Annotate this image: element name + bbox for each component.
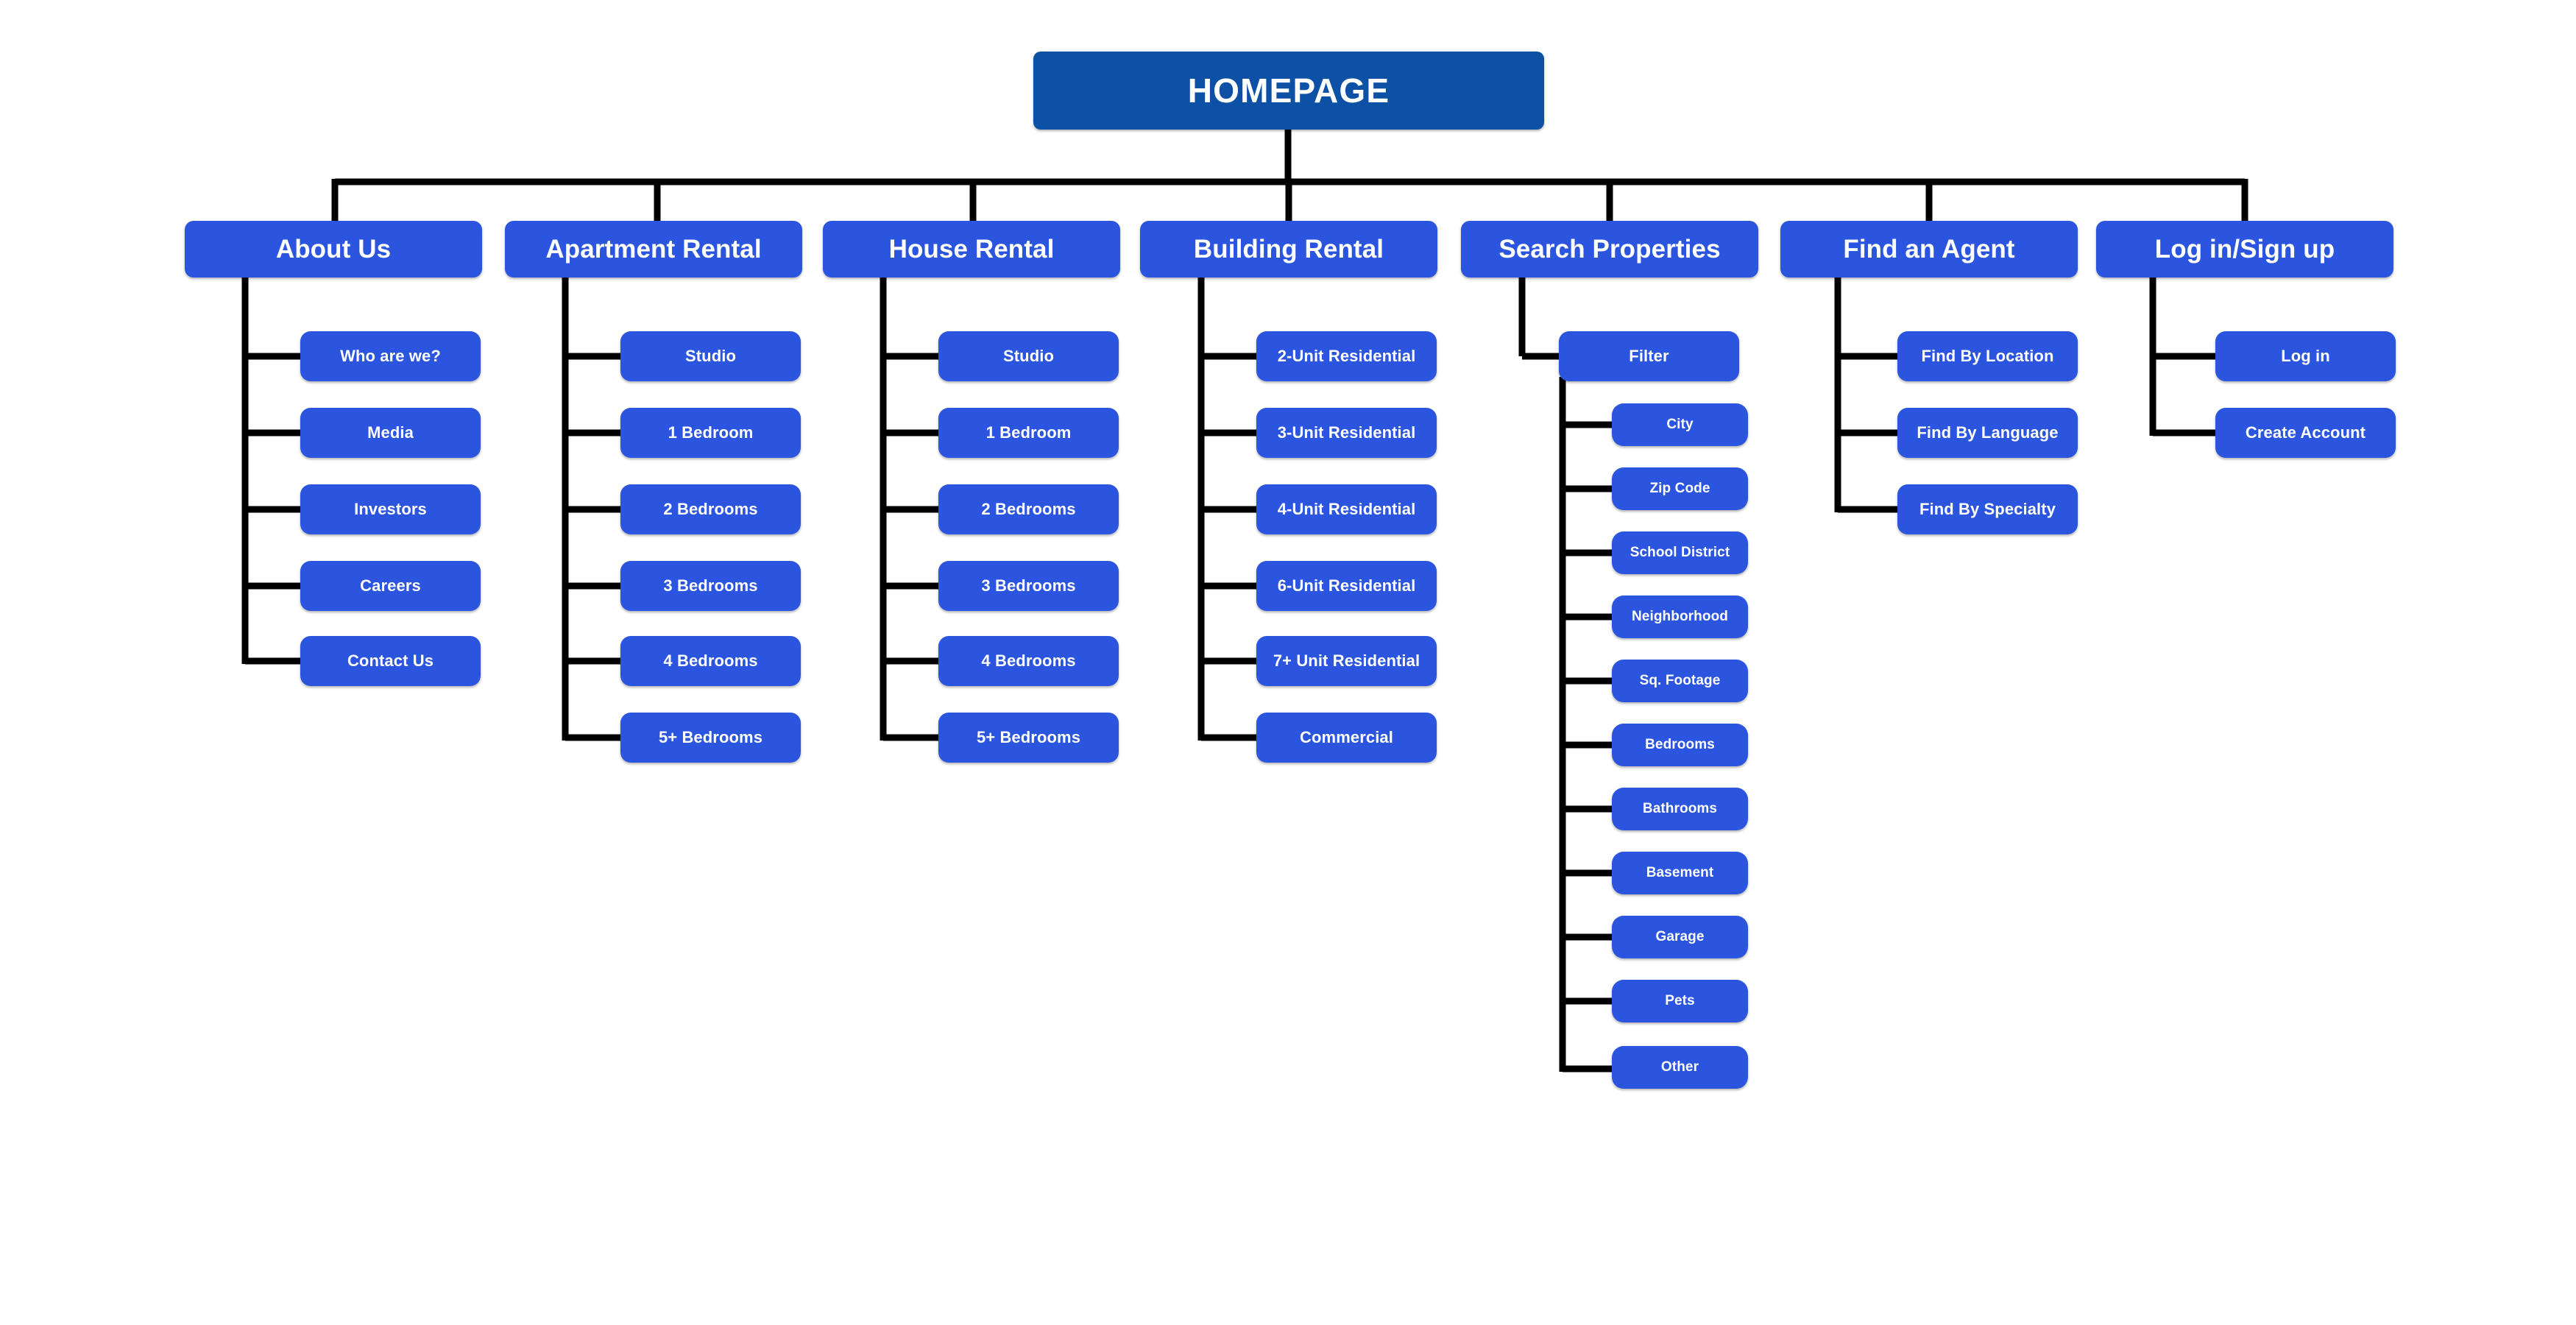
node-house-1-bedroom[interactable]: 1 Bedroom [938,408,1119,458]
node-label: Log in/Sign up [2154,234,2335,264]
node-apartment-studio[interactable]: Studio [620,331,801,381]
node-4-unit-residential[interactable]: 4-Unit Residential [1256,484,1437,534]
node-careers[interactable]: Careers [300,561,481,611]
node-apartment-4-bedrooms[interactable]: 4 Bedrooms [620,636,801,686]
node-media[interactable]: Media [300,408,481,458]
node-filter-city[interactable]: City [1612,403,1748,446]
node-label: Find By Language [1917,423,2059,442]
node-apartment-3-bedrooms[interactable]: 3 Bedrooms [620,561,801,611]
node-house-3-bedrooms[interactable]: 3 Bedrooms [938,561,1119,611]
node-label: 5+ Bedrooms [976,728,1081,746]
node-label: Pets [1665,993,1695,1008]
node-label: Studio [1002,347,1055,365]
node-label: Sq. Footage [1639,673,1721,688]
node-filter[interactable]: Filter [1559,331,1739,381]
node-label: HOMEPAGE [1187,71,1390,110]
node-filter-pets[interactable]: Pets [1612,980,1748,1022]
node-who-are-we[interactable]: Who are we? [300,331,481,381]
node-label: Create Account [2245,423,2366,442]
node-apartment-2-bedrooms[interactable]: 2 Bedrooms [620,484,801,534]
node-about-us[interactable]: About Us [185,221,482,278]
node-2-unit-residential[interactable]: 2-Unit Residential [1256,331,1437,381]
node-label: Contact Us [347,651,434,670]
node-building-rental[interactable]: Building Rental [1140,221,1437,278]
node-label: Neighborhood [1631,609,1728,624]
node-label: Garage [1655,929,1705,944]
node-label: 4 Bedrooms [663,651,758,670]
node-filter-bedrooms[interactable]: Bedrooms [1612,724,1748,766]
node-filter-zip-code[interactable]: Zip Code [1612,467,1748,510]
node-label: Who are we? [340,347,441,365]
node-house-studio[interactable]: Studio [938,331,1119,381]
node-label: 1 Bedroom [986,423,1072,442]
node-find-by-location[interactable]: Find By Location [1897,331,2078,381]
node-label: Bathrooms [1642,801,1718,816]
node-label: 7+ Unit Residential [1273,651,1420,670]
node-6-unit-residential[interactable]: 6-Unit Residential [1256,561,1437,611]
node-filter-sq-footage[interactable]: Sq. Footage [1612,660,1748,702]
node-label: Apartment Rental [545,234,762,264]
node-filter-other[interactable]: Other [1612,1046,1748,1089]
node-label: 6-Unit Residential [1277,576,1416,595]
node-create-account[interactable]: Create Account [2215,408,2396,458]
node-label: About Us [275,234,392,264]
node-house-5plus-bedrooms[interactable]: 5+ Bedrooms [938,713,1119,763]
node-filter-school-district[interactable]: School District [1612,531,1748,574]
node-label: 4 Bedrooms [981,651,1076,670]
node-label: 5+ Bedrooms [658,728,763,746]
node-label: Log in [2281,347,2330,365]
node-contact-us[interactable]: Contact Us [300,636,481,686]
node-find-by-language[interactable]: Find By Language [1897,408,2078,458]
node-label: Investors [354,500,427,518]
node-label: 3 Bedrooms [981,576,1076,595]
node-find-by-specialty[interactable]: Find By Specialty [1897,484,2078,534]
node-investors[interactable]: Investors [300,484,481,534]
node-label: Basement [1646,865,1714,880]
node-label: 3 Bedrooms [663,576,758,595]
node-label: School District [1630,545,1730,560]
node-label: Search Properties [1498,234,1721,264]
node-3-unit-residential[interactable]: 3-Unit Residential [1256,408,1437,458]
node-filter-garage[interactable]: Garage [1612,916,1748,958]
node-label: Building Rental [1193,234,1384,264]
node-label: 2-Unit Residential [1277,347,1416,365]
node-label: Find By Specialty [1919,500,2056,518]
node-filter-neighborhood[interactable]: Neighborhood [1612,596,1748,638]
node-7plus-unit-residential[interactable]: 7+ Unit Residential [1256,636,1437,686]
node-label: 3-Unit Residential [1277,423,1416,442]
node-apartment-5plus-bedrooms[interactable]: 5+ Bedrooms [620,713,801,763]
node-label: Careers [360,576,421,595]
node-search-properties[interactable]: Search Properties [1461,221,1758,278]
node-label: Media [367,423,414,442]
node-log-in-sign-up[interactable]: Log in/Sign up [2096,221,2393,278]
node-filter-basement[interactable]: Basement [1612,852,1748,894]
node-homepage[interactable]: HOMEPAGE [1033,52,1544,130]
node-filter-bathrooms[interactable]: Bathrooms [1612,788,1748,830]
node-label: Filter [1629,347,1669,365]
node-label: Other [1660,1059,1699,1075]
node-apartment-1-bedroom[interactable]: 1 Bedroom [620,408,801,458]
node-label: House Rental [888,234,1055,264]
node-house-rental[interactable]: House Rental [823,221,1120,278]
node-label: 2 Bedrooms [981,500,1076,518]
node-apartment-rental[interactable]: Apartment Rental [505,221,802,278]
node-label: Find By Location [1921,347,2054,365]
node-label: 1 Bedroom [668,423,754,442]
node-house-4-bedrooms[interactable]: 4 Bedrooms [938,636,1119,686]
node-label: Bedrooms [1645,737,1715,752]
node-label: City [1666,417,1694,432]
node-label: 2 Bedrooms [663,500,758,518]
node-commercial[interactable]: Commercial [1256,713,1437,763]
node-log-in[interactable]: Log in [2215,331,2396,381]
node-house-2-bedrooms[interactable]: 2 Bedrooms [938,484,1119,534]
node-label: 4-Unit Residential [1277,500,1416,518]
node-label: Studio [684,347,737,365]
node-find-an-agent[interactable]: Find an Agent [1780,221,2078,278]
node-label: Commercial [1300,728,1393,746]
node-label: Zip Code [1649,481,1710,496]
node-label: Find an Agent [1843,234,2015,264]
